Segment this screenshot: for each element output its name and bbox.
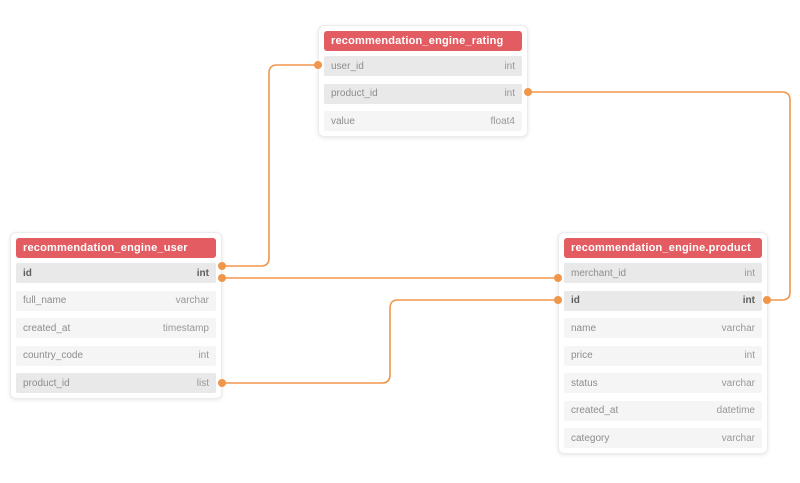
table-header-product[interactable]: recommendation_engine.product [564,238,762,258]
field-row-product-category[interactable]: category varchar [564,428,762,448]
field-row-user-product_id[interactable]: product_id list [16,373,216,393]
table-header-user[interactable]: recommendation_engine_user [16,238,216,258]
field-row-user-full_name[interactable]: full_name varchar [16,290,216,311]
field-name: full_name [23,295,67,306]
field-row-product-name[interactable]: name varchar [564,318,762,338]
field-name: value [331,115,355,127]
field-name: status [571,377,598,389]
field-type: int [742,295,755,306]
field-row-user-country_code[interactable]: country_code int [16,345,216,366]
field-name: product_id [23,377,70,389]
field-row-product-id[interactable]: id int [564,290,762,311]
field-name: created_at [23,322,71,334]
table-card-product[interactable]: recommendation_engine.product merchant_id… [558,232,768,454]
field-type: int [504,88,515,99]
connector-line-0 [221,64,319,267]
field-type: varchar [721,432,755,444]
field-name: id [571,295,580,306]
field-row-rating-user_id[interactable]: user_id int [324,56,522,76]
table-header-rating[interactable]: recommendation_engine_rating [324,31,522,51]
field-type: int [198,350,209,361]
field-name: price [571,350,593,361]
field-name: user_id [331,60,364,72]
field-name: category [571,432,610,444]
field-type: int [196,267,209,279]
field-type: varchar [175,295,209,306]
field-name: product_id [331,88,378,99]
connector-line-2 [221,299,559,384]
field-name: id [23,267,32,279]
field-type: varchar [721,377,755,389]
field-row-rating-value[interactable]: value float4 [324,111,522,131]
field-row-product-status[interactable]: status varchar [564,373,762,393]
field-name: merchant_id [571,267,627,279]
field-type: datetime [716,405,755,416]
field-type: float4 [490,115,515,127]
field-type: varchar [721,322,755,334]
field-row-rating-product_id[interactable]: product_id int [324,83,522,104]
field-name: created_at [571,405,619,416]
field-row-product-created_at[interactable]: created_at datetime [564,400,762,421]
field-type: timestamp [162,322,209,334]
field-row-product-price[interactable]: price int [564,345,762,366]
field-row-user-id[interactable]: id int [16,263,216,283]
field-type: int [744,267,755,279]
field-name: name [571,322,597,334]
field-name: country_code [23,350,84,361]
field-row-product-merchant_id[interactable]: merchant_id int [564,263,762,283]
field-type: int [504,60,515,72]
field-row-user-created_at[interactable]: created_at timestamp [16,318,216,338]
field-type: int [744,350,755,361]
field-type: list [196,377,209,389]
